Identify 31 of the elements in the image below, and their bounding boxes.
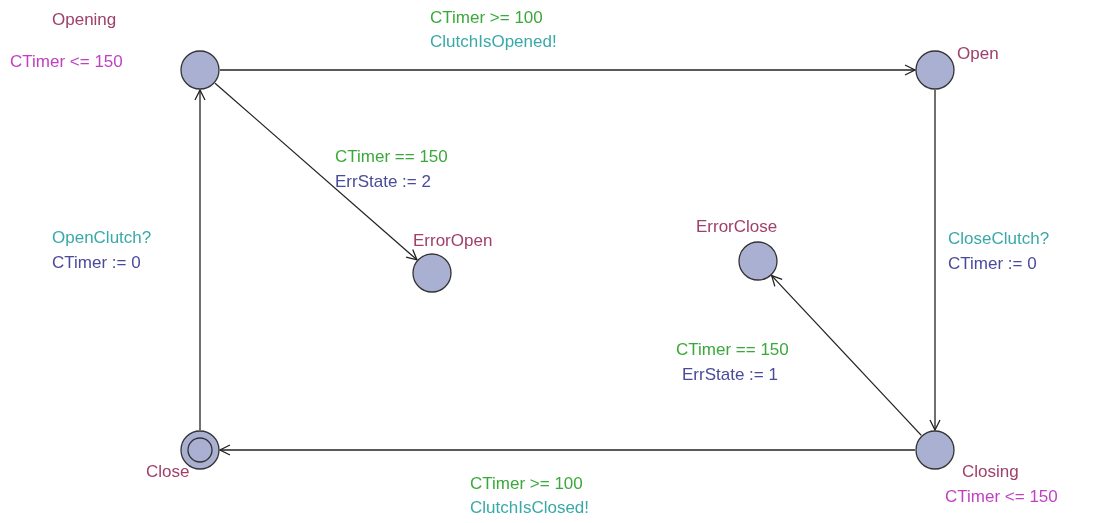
- state-circle: [738, 241, 778, 281]
- transition-arrow: [219, 64, 916, 76]
- state-name: ErrorClose: [696, 217, 778, 237]
- sync-label: CloseClutch?: [948, 229, 1050, 249]
- transition-arrow: [929, 89, 941, 431]
- guard-label: CTimer >= 100: [470, 474, 583, 494]
- update-label: CTimer := 0: [52, 253, 141, 273]
- sync-label: ClutchIsClosed!: [470, 498, 590, 518]
- update-label: ErrState := 2: [335, 172, 431, 192]
- update-label: ErrState := 1: [682, 365, 778, 385]
- state-circle: [180, 50, 220, 90]
- invariant-label: CTimer <= 150: [10, 52, 123, 72]
- state-name: Closing: [962, 462, 1019, 482]
- state-circle: [915, 50, 955, 90]
- state-name: ErrorOpen: [413, 231, 493, 251]
- guard-label: CTimer == 150: [676, 340, 789, 360]
- state-circle: [915, 430, 955, 470]
- guard-label: CTimer >= 100: [430, 8, 543, 28]
- update-label: CTimer := 0: [948, 254, 1037, 274]
- state-name: Close: [146, 462, 190, 482]
- sync-label: ClutchIsOpened!: [430, 32, 557, 52]
- state-name: Opening: [52, 10, 117, 30]
- invariant-label: CTimer <= 150: [945, 487, 1058, 507]
- transition-arrow: [219, 444, 916, 456]
- transition-arrow: [214, 82, 418, 261]
- sync-label: OpenClutch?: [52, 228, 152, 248]
- guard-label: CTimer == 150: [335, 147, 448, 167]
- state-circle: [412, 253, 452, 293]
- transition-arrow: [194, 89, 206, 431]
- state-name: Open: [957, 44, 999, 64]
- transition-arrow: [771, 274, 922, 437]
